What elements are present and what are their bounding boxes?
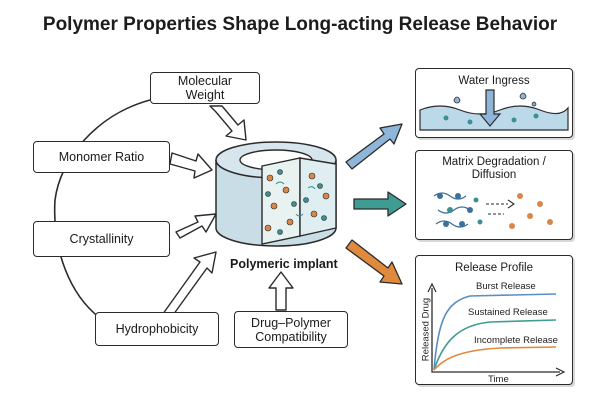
implant-graphic [215,141,337,247]
output-arrows [345,123,407,285]
arrow-molecular-weight [209,105,247,141]
factor-compatibility-label: Drug–Polymer Compatibility [251,315,331,344]
release-y-axis-label: Released Drug [420,297,432,362]
curve-label-burst: Burst Release [476,281,536,292]
release-chart [427,282,566,377]
factor-crystallinity-label: Crystallinity [69,232,134,246]
release-x-axis-label: Time [488,374,509,385]
factor-hydrophobicity-label: Hydrophobicity [115,322,199,336]
implant-label: Polymeric implant [230,257,338,271]
arrow-to-release [345,239,403,285]
arrow-compatibility [268,271,294,311]
matrix-graphic [433,192,553,229]
factor-molecular-weight-label: Molecular Weight [177,74,233,102]
water-graphic [419,89,569,131]
arrow-to-matrix [353,191,407,217]
curve-burst [433,293,557,371]
arrow-monomer-ratio [169,152,213,179]
factor-drug-polymer-compatibility: Drug–Polymer Compatibility [234,311,348,348]
panel-water-ingress-title: Water Ingress [458,75,530,87]
curve-label-sustained: Sustained Release [468,307,548,318]
curve-incomplete [433,346,557,371]
diagram-title: Polymer Properties Shape Long-acting Rel… [42,14,558,35]
factor-hydrophobicity: Hydrophobicity [95,312,219,346]
curve-label-incomplete: Incomplete Release [474,335,558,346]
curve-sustained [433,319,557,371]
panel-matrix-degradation-title: Matrix Degradation / Diffusion [442,156,546,181]
factor-monomer-ratio-label: Monomer Ratio [58,150,145,164]
factor-molecular-weight: Molecular Weight [150,72,260,104]
panel-release-profile-title: Release Profile [455,262,533,274]
arrow-crystallinity [175,213,217,239]
arrow-to-water [345,123,403,170]
factor-crystallinity: Crystallinity [33,221,170,257]
cycle-arc [53,99,151,319]
factor-monomer-ratio: Monomer Ratio [33,141,170,173]
